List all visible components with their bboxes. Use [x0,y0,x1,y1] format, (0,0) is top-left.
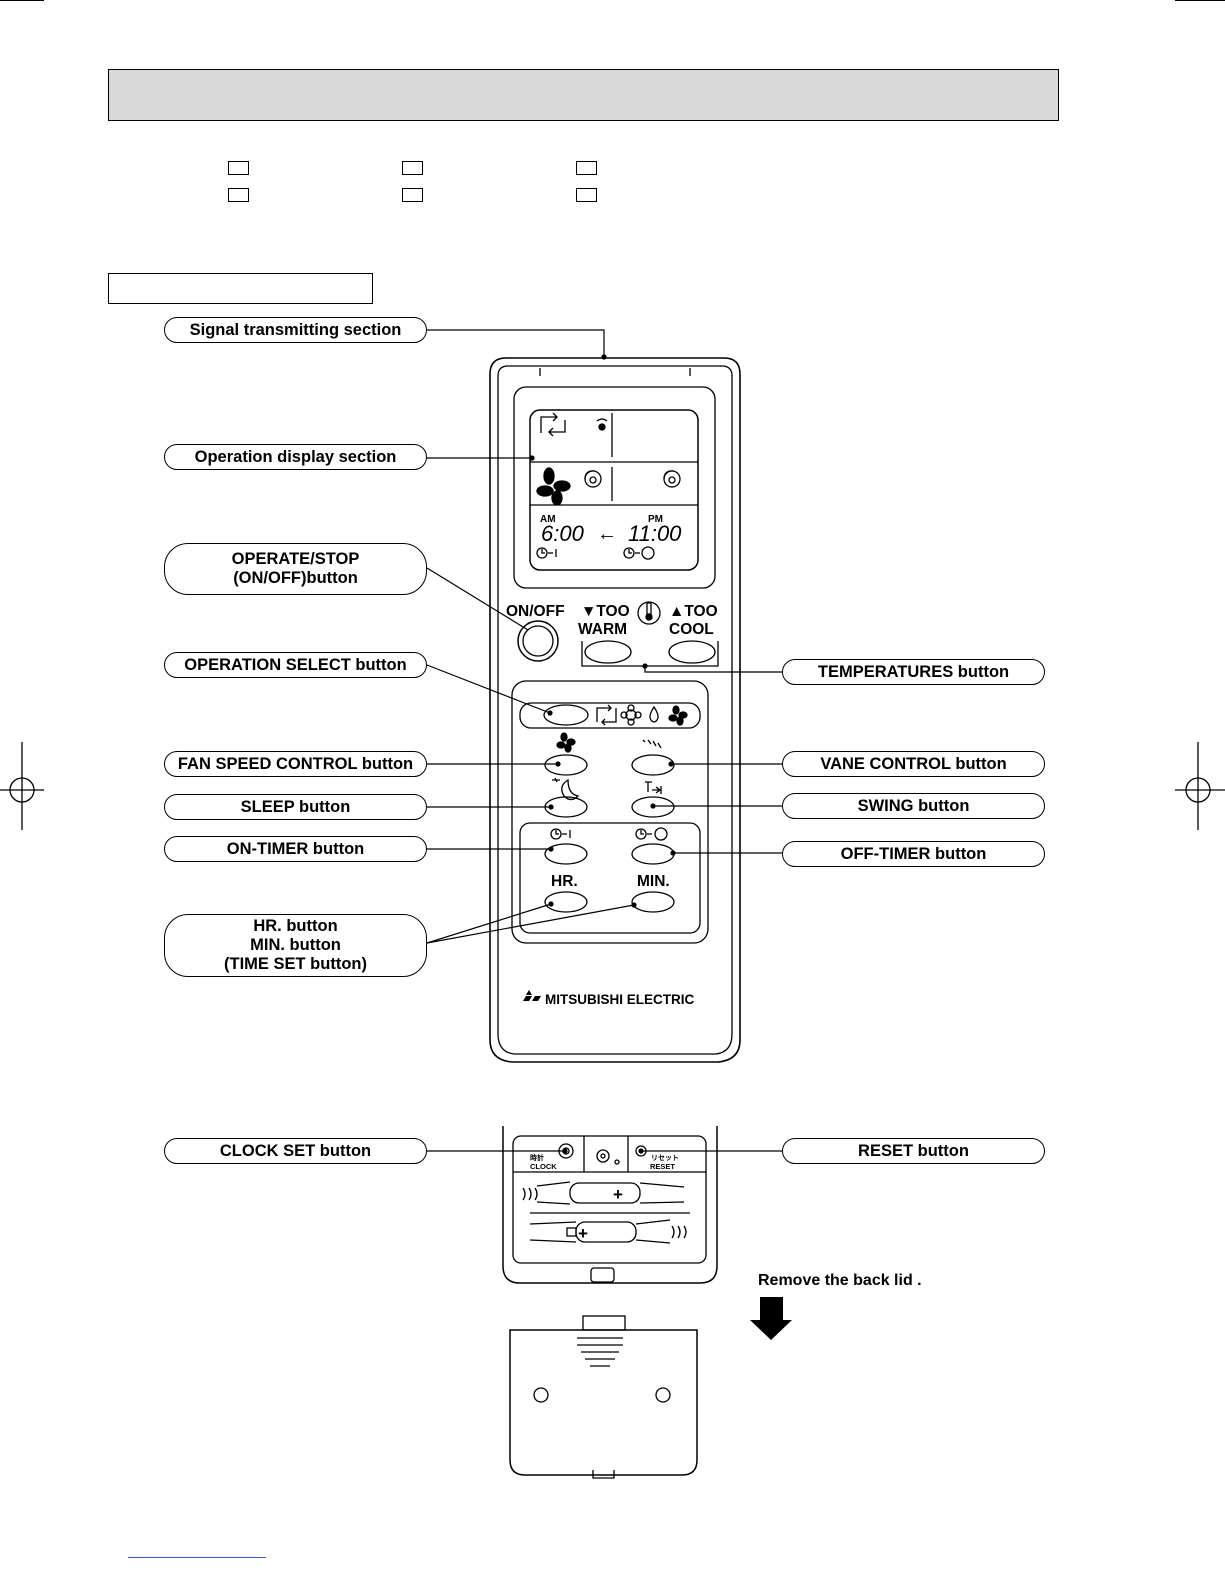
fan-icon [536,467,571,506]
too-cool-line1: ▲TOO [669,603,718,620]
battery-plus-sign: + [578,1224,588,1243]
registration-mark-left [0,742,44,830]
off-time-readout: 11:00 [628,521,682,546]
model-checkbox [228,161,249,175]
swing-callout: SWING button [782,793,1045,819]
model-checkbox [402,188,423,202]
clock-en-label: CLOCK [530,1162,557,1171]
registration-mark-right [1175,742,1225,830]
battery-plus-sign: + [613,1185,623,1204]
time-set-callout: HR. button MIN. button (TIME SET button) [164,914,427,977]
hr-label: HR. [551,873,578,890]
cool-mode-icon [620,704,642,726]
min-label: MIN. [637,873,670,890]
mitsubishi-logo [523,990,541,1001]
reset-en-label: RESET [650,1162,675,1171]
on-time-readout: 6:00 [541,521,585,546]
on-timer-callout: ON-TIMER button [164,836,427,862]
section-header-bar [108,69,1059,121]
vane-control-callout: VANE CONTROL button [782,751,1045,777]
off-timer-callout: OFF-TIMER button [782,841,1045,867]
footer-link-line [128,1557,266,1558]
subsection-title-box [108,273,373,304]
operate-stop-callout: OPERATE/STOP (ON/OFF)button [164,543,427,595]
clock-jp-label: 時計 [530,1153,544,1162]
reset-callout: RESET button [782,1138,1045,1164]
model-checkbox [576,161,597,175]
remove-back-lid-note: Remove the back lid . [758,1272,922,1289]
time-arrow: ← [597,523,617,545]
crop-mark-top-right [1175,0,1225,1]
pm-label: PM [648,514,663,525]
too-warm-line1: ▼TOO [581,603,630,620]
too-warm-line2: WARM [578,621,627,638]
signal-transmitting-callout: Signal transmitting section [164,317,427,343]
fan-speed-icon [556,732,576,753]
operation-display-callout: Operation display section [164,444,427,470]
reset-jp-label: リセット [651,1154,679,1162]
swirl-icon [663,470,681,488]
too-cool-line2: COOL [669,621,714,638]
fan-speed-control-callout: FAN SPEED CONTROL button [164,751,427,777]
clock-set-callout: CLOCK SET button [164,1138,427,1164]
temperatures-callout: TEMPERATURES button [782,659,1045,685]
onoff-label: ON/OFF [506,603,565,620]
thermometer-icon [637,601,661,625]
sleep-callout: SLEEP button [164,794,427,820]
fan-mode-icon [668,705,688,726]
swirl-icon [584,470,602,488]
model-checkbox [576,188,597,202]
am-label: AM [540,514,556,525]
model-checkbox [402,161,423,175]
brand-label: MITSUBISHI ELECTRIC [545,992,695,1007]
operation-select-callout: OPERATION SELECT button [164,652,427,678]
model-checkbox [228,188,249,202]
crop-mark-top-left [0,0,44,1]
